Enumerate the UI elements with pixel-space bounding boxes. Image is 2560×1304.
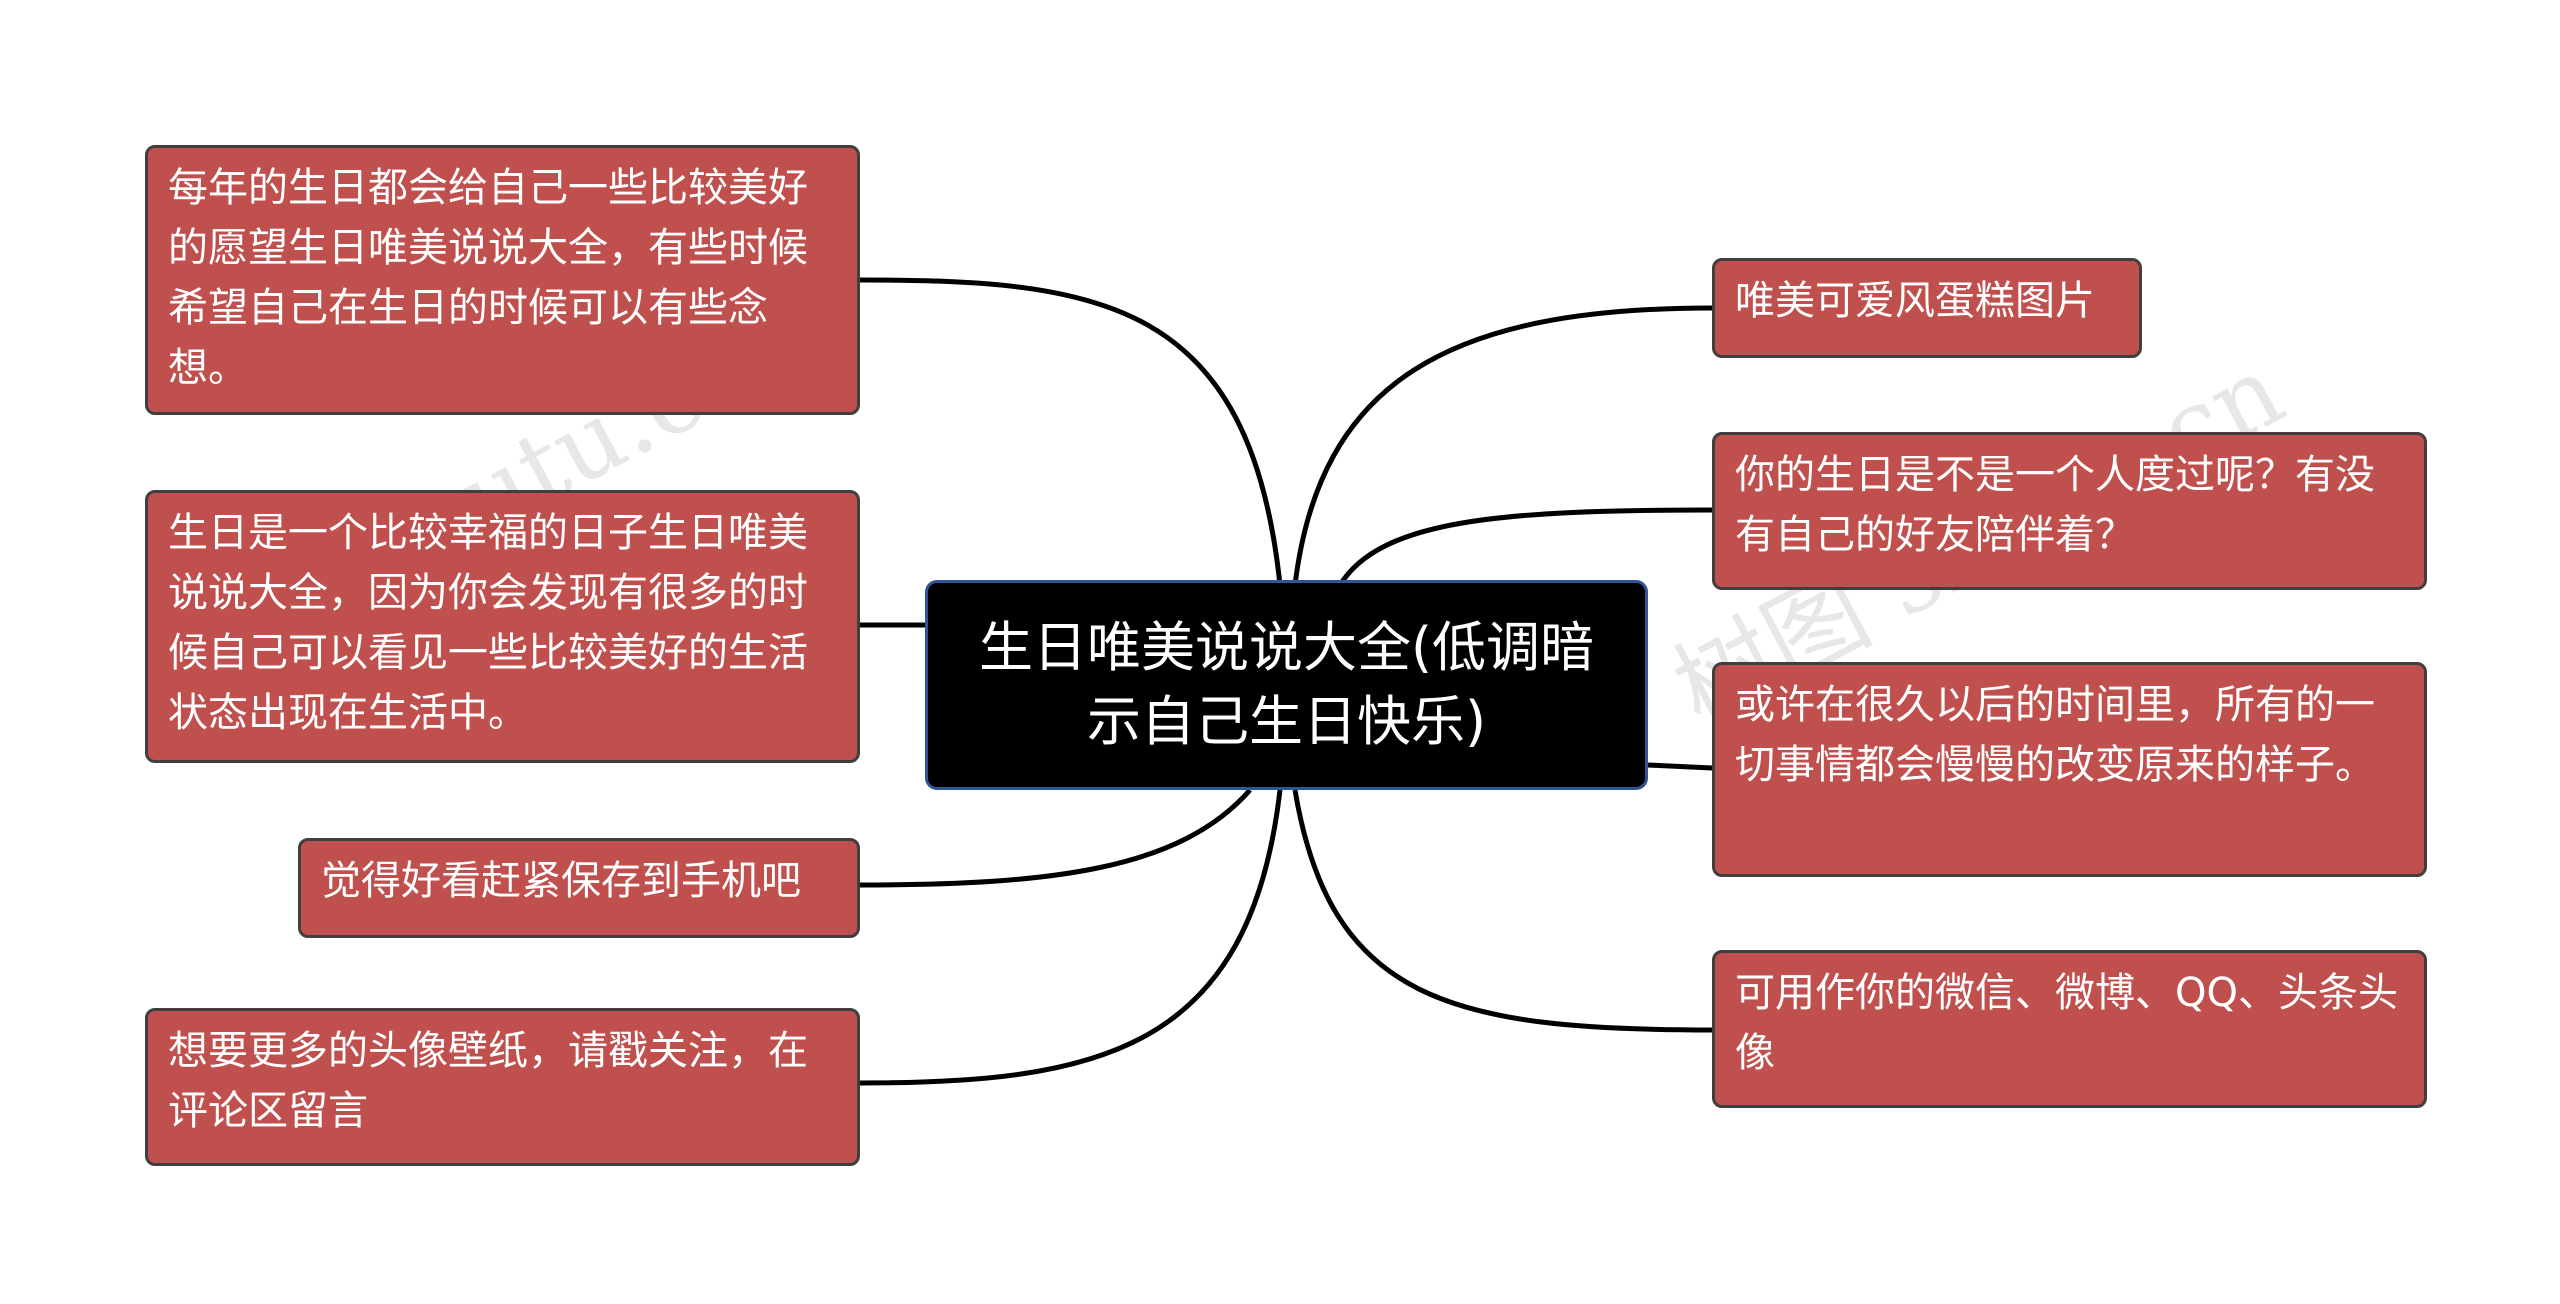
node-text: 你的生日是不是一个人度过呢？有没有自己的好友陪伴着？ bbox=[1735, 452, 2375, 558]
link-right-1 bbox=[1292, 305, 1713, 586]
link-right-4 bbox=[1292, 789, 1713, 1033]
link-right-3 bbox=[1647, 762, 1713, 771]
node-text: 生日是一个比较幸福的日子生日唯美说说大全，因为你会发现有很多的时候自己可以看见一… bbox=[168, 510, 808, 736]
node-text: 唯美可爱风蛋糕图片 bbox=[1735, 278, 2095, 324]
node-text: 或许在很久以后的时间里，所有的一切事情都会慢慢的改变原来的样子。 bbox=[1735, 682, 2375, 788]
left-node-1[interactable]: 每年的生日都会给自己一些比较美好的愿望生日唯美说说大全，有些时候希望自己在生日的… bbox=[145, 145, 860, 415]
link-left-3 bbox=[859, 788, 1252, 888]
link-left-4 bbox=[859, 789, 1283, 1086]
right-node-1[interactable]: 唯美可爱风蛋糕图片 bbox=[1712, 258, 2142, 358]
right-node-3[interactable]: 或许在很久以后的时间里，所有的一切事情都会慢慢的改变原来的样子。 bbox=[1712, 662, 2427, 877]
right-node-4[interactable]: 可用作你的微信、微博、QQ、头条头像 bbox=[1712, 950, 2427, 1108]
central-topic[interactable]: 生日唯美说说大全(低调暗示自己生日快乐) bbox=[925, 580, 1648, 790]
left-node-4[interactable]: 想要更多的头像壁纸，请戳关注，在评论区留言 bbox=[145, 1008, 860, 1166]
node-text: 可用作你的微信、微博、QQ、头条头像 bbox=[1735, 970, 2398, 1076]
left-node-2[interactable]: 生日是一个比较幸福的日子生日唯美说说大全，因为你会发现有很多的时候自己可以看见一… bbox=[145, 490, 860, 763]
node-text: 觉得好看赶紧保存到手机吧 bbox=[321, 858, 801, 904]
node-text: 想要更多的头像壁纸，请戳关注，在评论区留言 bbox=[168, 1028, 808, 1134]
central-topic-text: 生日唯美说说大全(低调暗示自己生日快乐) bbox=[978, 616, 1595, 753]
link-right-2 bbox=[1337, 507, 1713, 587]
node-text: 每年的生日都会给自己一些比较美好的愿望生日唯美说说大全，有些时候希望自己在生日的… bbox=[168, 165, 808, 391]
left-node-3[interactable]: 觉得好看赶紧保存到手机吧 bbox=[298, 838, 860, 938]
link-left-1 bbox=[859, 277, 1283, 586]
right-node-2[interactable]: 你的生日是不是一个人度过呢？有没有自己的好友陪伴着？ bbox=[1712, 432, 2427, 590]
